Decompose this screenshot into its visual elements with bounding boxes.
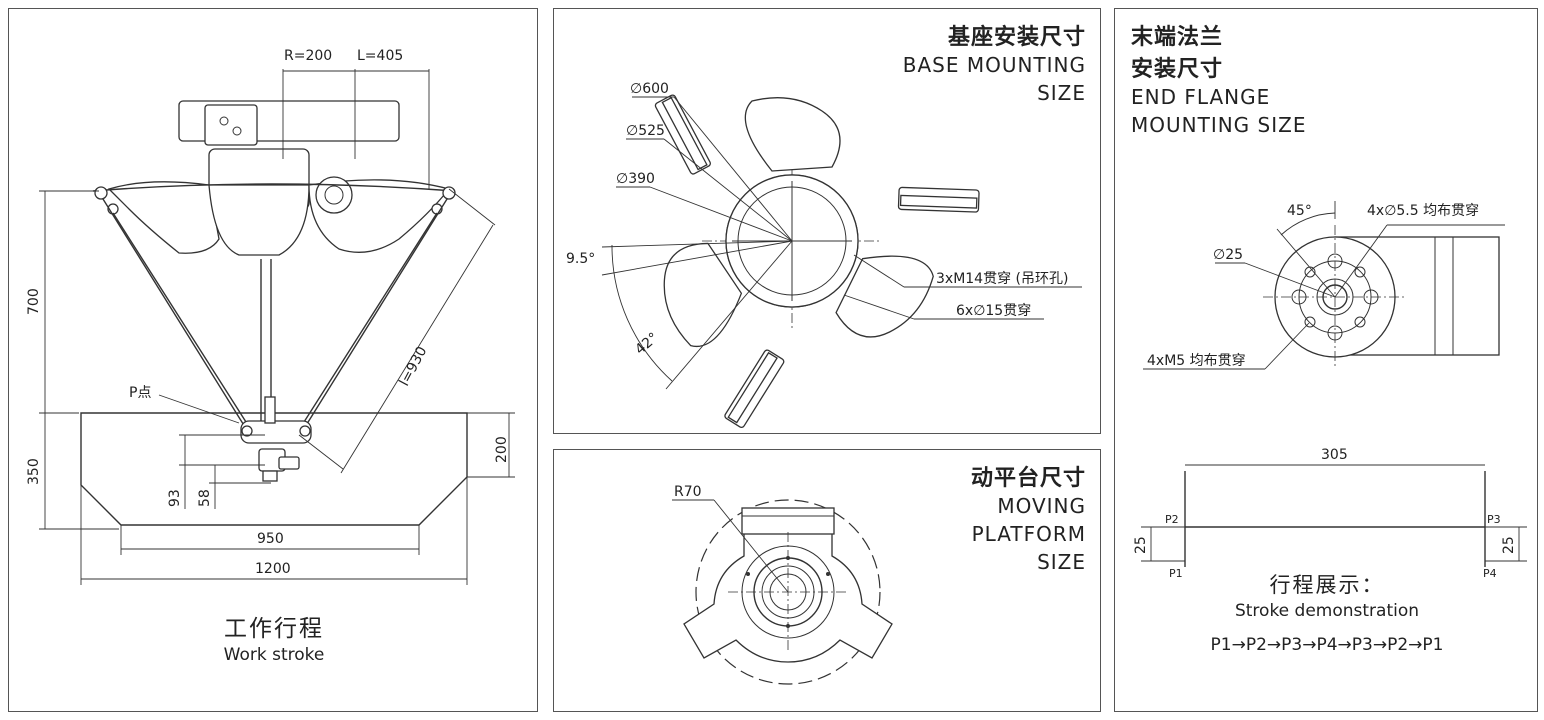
label-d25: ∅25 — [1213, 247, 1243, 263]
dim-25-left: 25 — [1133, 536, 1149, 554]
dim-w950: 950 — [257, 531, 284, 547]
work-stroke-panel: R=200 L=405 700 350 200 l=930 93 58 950 … — [8, 8, 538, 712]
end-flange-title: 末端法兰 安装尺寸 END FLANGE MOUNTING SIZE — [1131, 19, 1306, 139]
label-p3: P3 — [1487, 513, 1501, 526]
motor-box — [204, 104, 258, 146]
stroke-demo-title-en: Stroke demonstration — [1234, 601, 1420, 621]
dim-l405: L=405 — [357, 48, 403, 64]
p-point-label: P点 — [129, 385, 151, 401]
end-flange-title-cn-1: 末端法兰 — [1131, 25, 1224, 50]
work-stroke-title-cn: 工作行程 — [224, 616, 324, 642]
end-flange-title-cn-2: 安装尺寸 — [1131, 57, 1224, 82]
end-flange-drawing: 45° 4x∅5.5 均布贯穿 ∅25 4xM5 均布贯穿 305 25 25 … — [1133, 201, 1527, 580]
label-d525: ∅525 — [626, 123, 665, 139]
base-mounting-title-en-1: BASE MOUNTING — [902, 53, 1086, 77]
moving-platform-title: 动平台尺寸 MOVING PLATFORM SIZE — [971, 460, 1086, 576]
base-mounting-title-cn: 基座安装尺寸 — [947, 25, 1086, 50]
dim-93: 93 — [167, 489, 183, 507]
dim-h700: 700 — [26, 288, 42, 315]
label-p2: P2 — [1165, 513, 1179, 526]
base-mounting-title-en-2: SIZE — [1037, 81, 1086, 105]
base-mounting-drawing: ∅600 ∅525 ∅390 9.5° 42° 3xM14贯穿 (吊环孔) 6x… — [566, 81, 1082, 429]
work-stroke-drawing: R=200 L=405 700 350 200 l=930 93 58 950 … — [26, 48, 515, 585]
stroke-demo-title-cn: 行程展示： — [1269, 573, 1385, 597]
label-angle-9-5: 9.5° — [566, 251, 595, 267]
base-mounting-title: 基座安装尺寸 BASE MOUNTING SIZE — [903, 19, 1086, 107]
moving-platform-panel: 动平台尺寸 MOVING PLATFORM SIZE R70 — [553, 449, 1101, 712]
base-lobe — [654, 94, 841, 175]
base-mounting-panel: 基座安装尺寸 BASE MOUNTING SIZE — [553, 8, 1101, 434]
stroke-demo-diagram — [1141, 464, 1527, 567]
label-p4: P4 — [1483, 567, 1497, 580]
moving-platform-drawing: R70 — [672, 484, 893, 685]
dim-58: 58 — [197, 489, 213, 507]
label-r70: R70 — [674, 484, 702, 500]
left-arm-housing — [107, 181, 220, 254]
work-stroke-title-en: Work stroke — [223, 645, 325, 665]
end-flange-title-en-1: END FLANGE — [1131, 85, 1271, 109]
moving-platform — [240, 420, 312, 444]
label-4xd5-5: 4x∅5.5 均布贯穿 — [1367, 203, 1479, 219]
end-flange-panel: 末端法兰 安装尺寸 END FLANGE MOUNTING SIZE — [1114, 8, 1538, 712]
dim-305: 305 — [1321, 447, 1348, 463]
stroke-demo-caption: 行程展示： Stroke demonstration P1→P2→P3→P4→P… — [1115, 569, 1539, 655]
label-6xd15: 6x∅15贯穿 — [956, 303, 1031, 319]
platform-tab-top — [741, 507, 835, 535]
label-d390: ∅390 — [616, 171, 655, 187]
label-d600: ∅600 — [630, 81, 669, 97]
label-angle-42: 42° — [632, 330, 661, 358]
dim-h350: 350 — [26, 458, 42, 485]
dim-w1200: 1200 — [255, 561, 291, 577]
stroke-sequence: P1→P2→P3→P4→P3→P2→P1 — [1210, 635, 1444, 655]
dim-h200: 200 — [494, 436, 510, 463]
moving-platform-title-en-2: PLATFORM — [971, 522, 1086, 546]
dim-r200: R=200 — [284, 48, 332, 64]
label-4xm5: 4xM5 均布贯穿 — [1147, 353, 1246, 369]
moving-platform-title-en-3: SIZE — [1037, 550, 1086, 574]
dim-25-right: 25 — [1501, 536, 1517, 554]
platform-envelope — [695, 499, 881, 685]
end-flange-title-en-2: MOUNTING SIZE — [1131, 113, 1307, 137]
label-p1: P1 — [1169, 567, 1183, 580]
platform-body — [683, 531, 893, 663]
work-stroke-caption: 工作行程 Work stroke — [149, 609, 399, 665]
dim-l930: l=930 — [396, 344, 430, 389]
moving-platform-title-en-1: MOVING — [997, 494, 1086, 518]
label-angle-45: 45° — [1287, 203, 1312, 219]
label-3xm14: 3xM14贯穿 (吊环孔) — [936, 271, 1068, 287]
moving-platform-title-cn: 动平台尺寸 — [970, 466, 1086, 491]
